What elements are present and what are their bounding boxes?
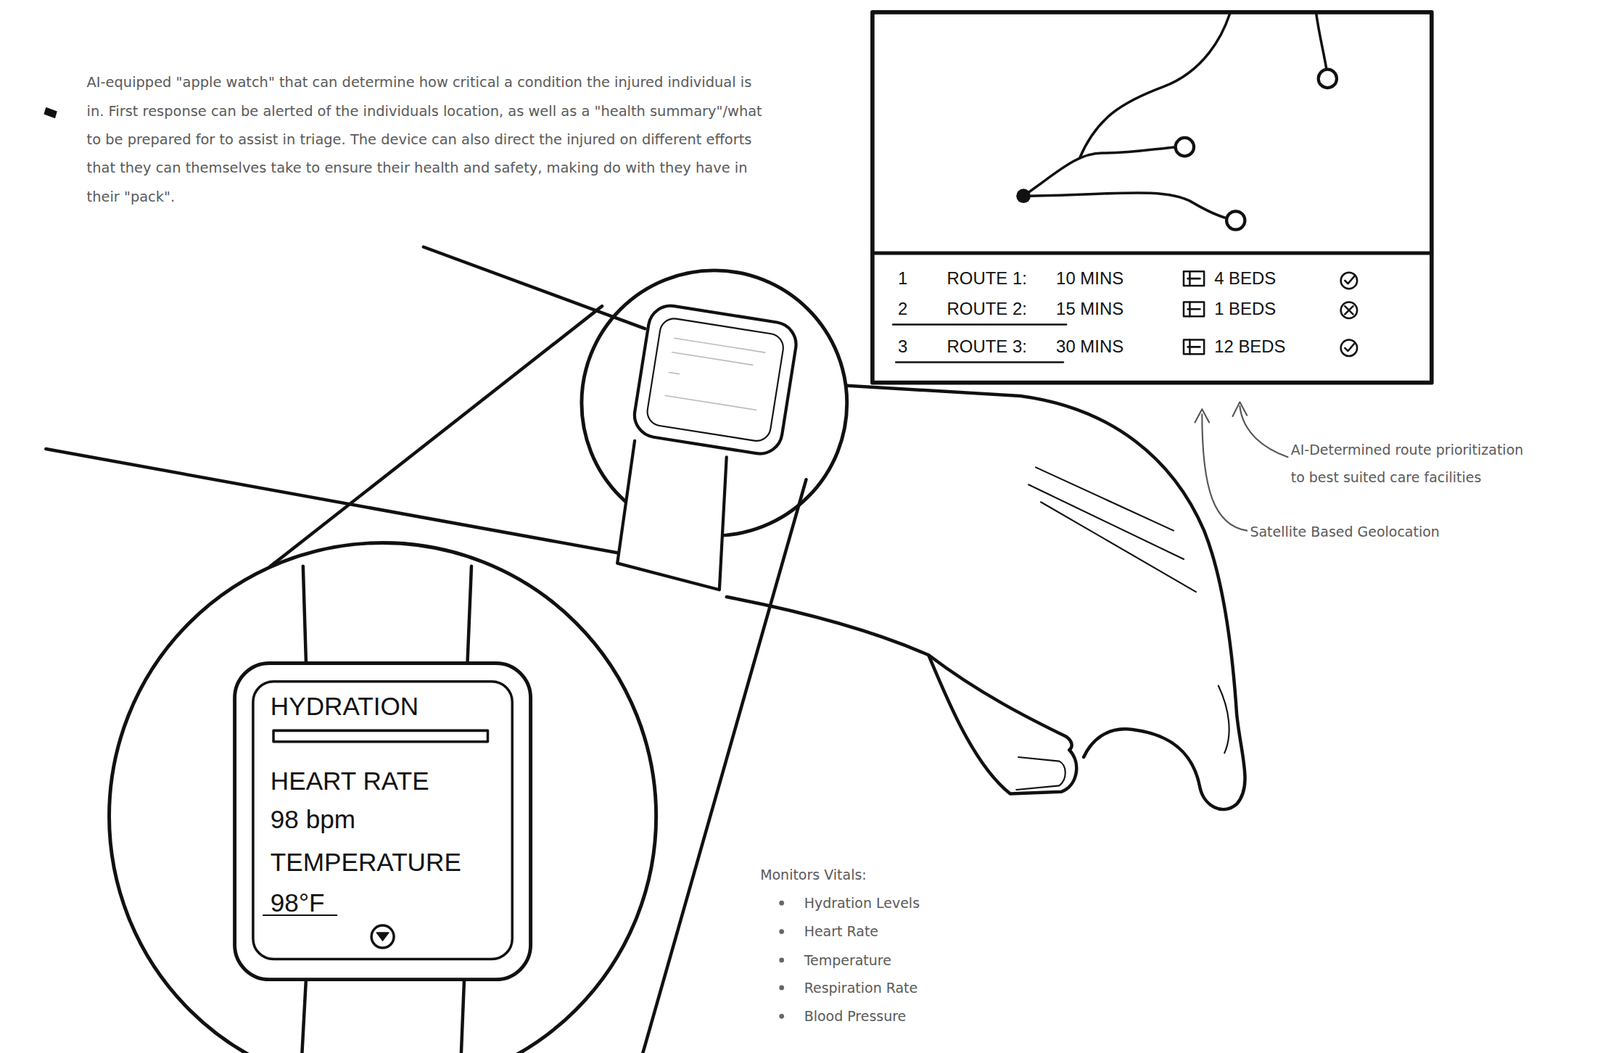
finger-line xyxy=(1028,484,1184,560)
route-name: ROUTE 3: xyxy=(947,336,1028,357)
route-name: ROUTE 1: xyxy=(947,268,1028,289)
arm-outline xyxy=(45,448,625,555)
annotation-arrow xyxy=(1239,406,1288,457)
list-item: Blood Pressure xyxy=(804,1005,907,1027)
scroll-arrow xyxy=(376,932,389,941)
leader-line xyxy=(423,247,645,330)
travel-time: 30 MINS xyxy=(1056,336,1124,357)
scroll-button xyxy=(371,925,394,948)
note-mark xyxy=(43,107,57,119)
bed-count: 4 BEDS xyxy=(1214,268,1276,289)
travel-time: 10 MINS xyxy=(1056,268,1124,289)
zoom-line xyxy=(642,479,806,1053)
list-bullet xyxy=(778,900,785,1020)
palm-outline xyxy=(726,596,1078,795)
concept-note: AI-equipped "apple watch" that can deter… xyxy=(87,68,766,212)
zoom-circle xyxy=(109,543,657,1053)
list-item: Temperature xyxy=(804,950,892,971)
row-underline xyxy=(892,324,1067,362)
destination-point xyxy=(1318,69,1337,88)
screen-line xyxy=(665,337,766,410)
watch-face: HYDRATION HEART RATE 98 bpmTEMPERATURE 98°F xyxy=(253,681,511,960)
thumb-outline xyxy=(928,654,1072,750)
thumb-nail xyxy=(1016,757,1066,790)
vital-value: 98 bpm xyxy=(270,805,356,835)
bed-count: 1 BEDS xyxy=(1214,298,1276,320)
destination-point xyxy=(1226,211,1245,230)
watch-body xyxy=(234,663,531,980)
map-route xyxy=(1079,14,1230,159)
vital-value: 98°F xyxy=(270,888,325,918)
hydration-bar xyxy=(273,730,488,742)
list-item: Hydration Levels xyxy=(804,892,920,914)
list-heading: Monitors Vitals: xyxy=(760,864,867,885)
status-icon xyxy=(1341,272,1358,357)
hand-outline xyxy=(847,385,1246,810)
watch-band xyxy=(617,440,727,590)
arrow-head xyxy=(1233,401,1248,417)
bed-count: 12 BEDS xyxy=(1214,336,1286,357)
bed-icon xyxy=(1183,271,1204,354)
route-name: ROUTE 2: xyxy=(947,298,1028,320)
watch-body xyxy=(631,302,799,457)
arrow-head xyxy=(1194,409,1210,423)
vital-heading: HEART RATE xyxy=(270,766,430,796)
watch-screen xyxy=(645,316,786,444)
map-route xyxy=(1316,14,1327,70)
start-point xyxy=(1016,188,1031,204)
list-item: Respiration Rate xyxy=(804,977,919,999)
zoom-line xyxy=(270,306,602,567)
vital-heading: TEMPERATURE xyxy=(270,847,462,877)
watch-screen xyxy=(253,681,513,960)
finger-line xyxy=(1218,685,1230,753)
map-route xyxy=(1023,147,1177,197)
annotation-text: Satellite Based Geolocation xyxy=(1249,521,1439,542)
vital-heading: HYDRATION xyxy=(270,691,419,721)
route-screen: 1 ROUTE 1: 10 MINS 4 BEDS 2 ROUTE 2: 15 MINS 1 … xyxy=(872,12,1432,383)
screen-divider xyxy=(872,250,1432,255)
annotation-arrow xyxy=(1201,414,1247,531)
list-item: Heart Rate xyxy=(804,921,879,942)
destination-point xyxy=(1175,137,1194,156)
annotation-text: AI-Determined route prioritization to be… xyxy=(1291,436,1542,492)
screen-frame xyxy=(872,12,1432,383)
row-number: 1 xyxy=(897,268,908,289)
row-number: 3 xyxy=(897,336,908,357)
finger-line xyxy=(1040,501,1197,592)
map-route xyxy=(1023,192,1228,219)
row-number: 2 xyxy=(897,298,908,320)
travel-time: 15 MINS xyxy=(1056,298,1124,320)
